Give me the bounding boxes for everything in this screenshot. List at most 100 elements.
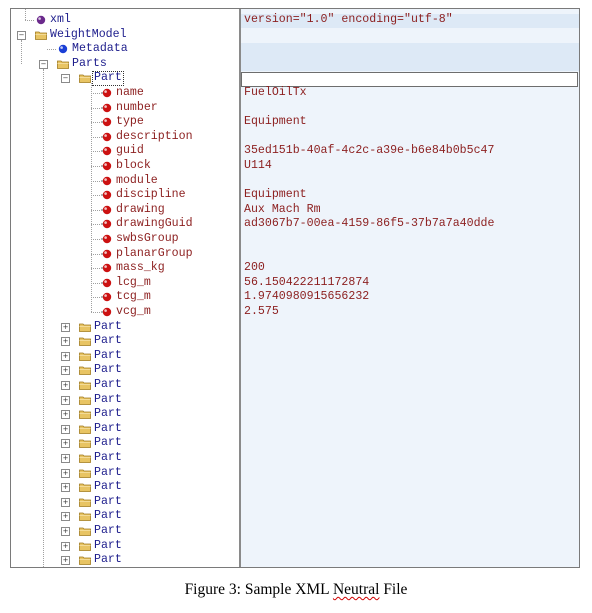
- expand-toggle-icon[interactable]: +: [61, 351, 70, 361]
- tree-node-part-collapsed[interactable]: +Part: [11, 320, 239, 335]
- tree-connector-line: [91, 93, 100, 94]
- tree-node-part-collapsed[interactable]: +Part: [11, 480, 239, 495]
- tree-node-part-collapsed[interactable]: +Part: [11, 495, 239, 510]
- tree-node-part-collapsed[interactable]: +Part: [11, 451, 239, 466]
- folder-icon: [79, 395, 91, 405]
- attribute-planarGroup[interactable]: planarGroup: [11, 247, 239, 262]
- node-value[interactable]: Equipment: [244, 188, 307, 202]
- attribute-number[interactable]: number: [11, 101, 239, 116]
- tree-node-metadata[interactable]: Metadata: [11, 42, 239, 57]
- tree-connector-line: [21, 39, 22, 64]
- folder-icon: [79, 365, 91, 376]
- node-value[interactable]: 35ed151b-40af-4c2c-a39e-b6e84b0b5c47: [244, 144, 495, 158]
- tree-node-part-collapsed[interactable]: + Part: [11, 363, 239, 378]
- node-value[interactable]: 2.575: [244, 305, 279, 318]
- caption-prefix: Figure 3: Sample XML: [184, 581, 333, 598]
- attribute-type[interactable]: type: [11, 115, 239, 130]
- attr-sphere-icon: [101, 190, 113, 200]
- purple-sphere-icon: [35, 15, 47, 25]
- attribute-drawing[interactable]: drawing: [11, 203, 239, 218]
- value-selected-row[interactable]: [241, 71, 578, 87]
- tree-connector-line: [91, 180, 100, 182]
- attribute-name[interactable]: name: [11, 86, 239, 101]
- collapse-toggle-icon[interactable]: −: [61, 74, 70, 84]
- node-label: Part: [94, 524, 122, 537]
- tree-connector-line: [25, 9, 26, 20]
- node-value[interactable]: FuelOilTx: [244, 86, 307, 99]
- attribute-lcg_m[interactable]: lcg_m: [11, 276, 239, 291]
- attribute-description[interactable]: description: [11, 130, 239, 145]
- tree-node-part-collapsed[interactable]: +Part: [11, 553, 239, 567]
- attribute-mass_kg[interactable]: mass_kg: [11, 261, 239, 276]
- tree-node-part-collapsed[interactable]: +Part: [11, 407, 239, 422]
- node-label: Part: [94, 363, 122, 377]
- node-value[interactable]: Equipment: [244, 115, 307, 129]
- expand-toggle-icon[interactable]: +: [61, 497, 70, 507]
- collapse-toggle-icon[interactable]: −: [17, 30, 26, 40]
- tree-node-parts[interactable]: −Parts: [11, 57, 239, 72]
- expand-toggle-icon[interactable]: +: [61, 366, 70, 376]
- expand-toggle-icon[interactable]: +: [61, 527, 70, 536]
- tree-node-part-collapsed[interactable]: +Part: [11, 349, 239, 364]
- expand-toggle-icon[interactable]: +: [61, 337, 70, 347]
- attribute-module[interactable]: module: [11, 174, 239, 189]
- expand-toggle-icon[interactable]: +: [61, 424, 70, 434]
- tree-node-part-collapsed[interactable]: + Part: [11, 524, 239, 539]
- expand-toggle-icon[interactable]: +: [61, 439, 70, 449]
- caption-suffix: File: [379, 581, 408, 598]
- attribute-swbsGroup[interactable]: swbsGroup: [11, 232, 239, 247]
- tree-node-part-open[interactable]: −Part: [11, 71, 239, 86]
- node-value[interactable]: 200: [244, 261, 265, 275]
- expand-toggle-icon[interactable]: +: [61, 512, 70, 522]
- expand-toggle-icon[interactable]: +: [61, 381, 70, 390]
- attr-sphere-icon: [101, 219, 113, 229]
- tree-connector-line: [91, 268, 100, 270]
- expand-toggle-icon[interactable]: +: [61, 468, 70, 478]
- attr-sphere-icon: [101, 176, 113, 186]
- pane-splitter[interactable]: [239, 9, 241, 567]
- node-value[interactable]: 1.9740980915656232: [244, 290, 370, 304]
- node-value[interactable]: U114: [244, 159, 272, 172]
- expand-toggle-icon[interactable]: +: [61, 541, 70, 551]
- attr-sphere-icon: [101, 103, 113, 113]
- expand-toggle-icon[interactable]: +: [61, 410, 70, 420]
- expand-toggle-icon[interactable]: +: [61, 395, 70, 405]
- collapse-toggle-icon[interactable]: −: [39, 59, 48, 69]
- node-label: block: [116, 159, 151, 172]
- tree-node-part-collapsed[interactable]: +Part: [11, 539, 239, 554]
- expand-toggle-icon[interactable]: +: [61, 454, 70, 463]
- node-label: type: [116, 115, 144, 129]
- node-value[interactable]: ad3067b7-00ea-4159-86f5-37b7a7a40dde: [244, 217, 495, 231]
- expand-toggle-icon[interactable]: +: [61, 483, 70, 493]
- node-label: number: [116, 100, 158, 114]
- tree-node-part-collapsed[interactable]: +Part: [11, 378, 239, 393]
- tree-node-weightmodel[interactable]: −WeightModel: [11, 28, 239, 43]
- value-row-band: [241, 13, 579, 28]
- expand-toggle-icon[interactable]: +: [61, 322, 70, 332]
- expand-toggle-icon[interactable]: +: [61, 556, 70, 566]
- node-value[interactable]: Aux Mach Rm: [244, 202, 321, 216]
- node-label: Part: [94, 421, 122, 435]
- node-label: lcg_m: [116, 275, 151, 289]
- tree-node-part-collapsed[interactable]: +Part: [11, 334, 239, 349]
- node-value[interactable]: 56.150422211172874: [244, 275, 370, 289]
- tree-node-part-collapsed[interactable]: +Part: [11, 393, 239, 408]
- tree-node-part-collapsed[interactable]: + Part: [11, 422, 239, 437]
- attribute-guid[interactable]: guid: [11, 144, 239, 159]
- node-value[interactable]: version="1.0" encoding="utf-8": [244, 13, 453, 26]
- attribute-drawingGuid[interactable]: drawingGuid: [11, 217, 239, 232]
- attribute-discipline[interactable]: discipline: [11, 188, 239, 203]
- attribute-vcg_m[interactable]: vcg_m: [11, 305, 239, 320]
- attribute-block[interactable]: block: [11, 159, 239, 174]
- attr-sphere-icon: [101, 205, 113, 215]
- folder-icon: [79, 424, 91, 434]
- tree-node-part-collapsed[interactable]: +Part: [11, 436, 239, 451]
- folder-icon: [79, 351, 91, 361]
- attribute-tcg_m[interactable]: tcg_m: [11, 290, 239, 305]
- tree-node-part-collapsed[interactable]: +Part: [11, 509, 239, 524]
- tree-node-xml[interactable]: xml: [11, 13, 239, 28]
- tree-node-part-collapsed[interactable]: +Part: [11, 466, 239, 481]
- tree-connector-line: [91, 282, 100, 284]
